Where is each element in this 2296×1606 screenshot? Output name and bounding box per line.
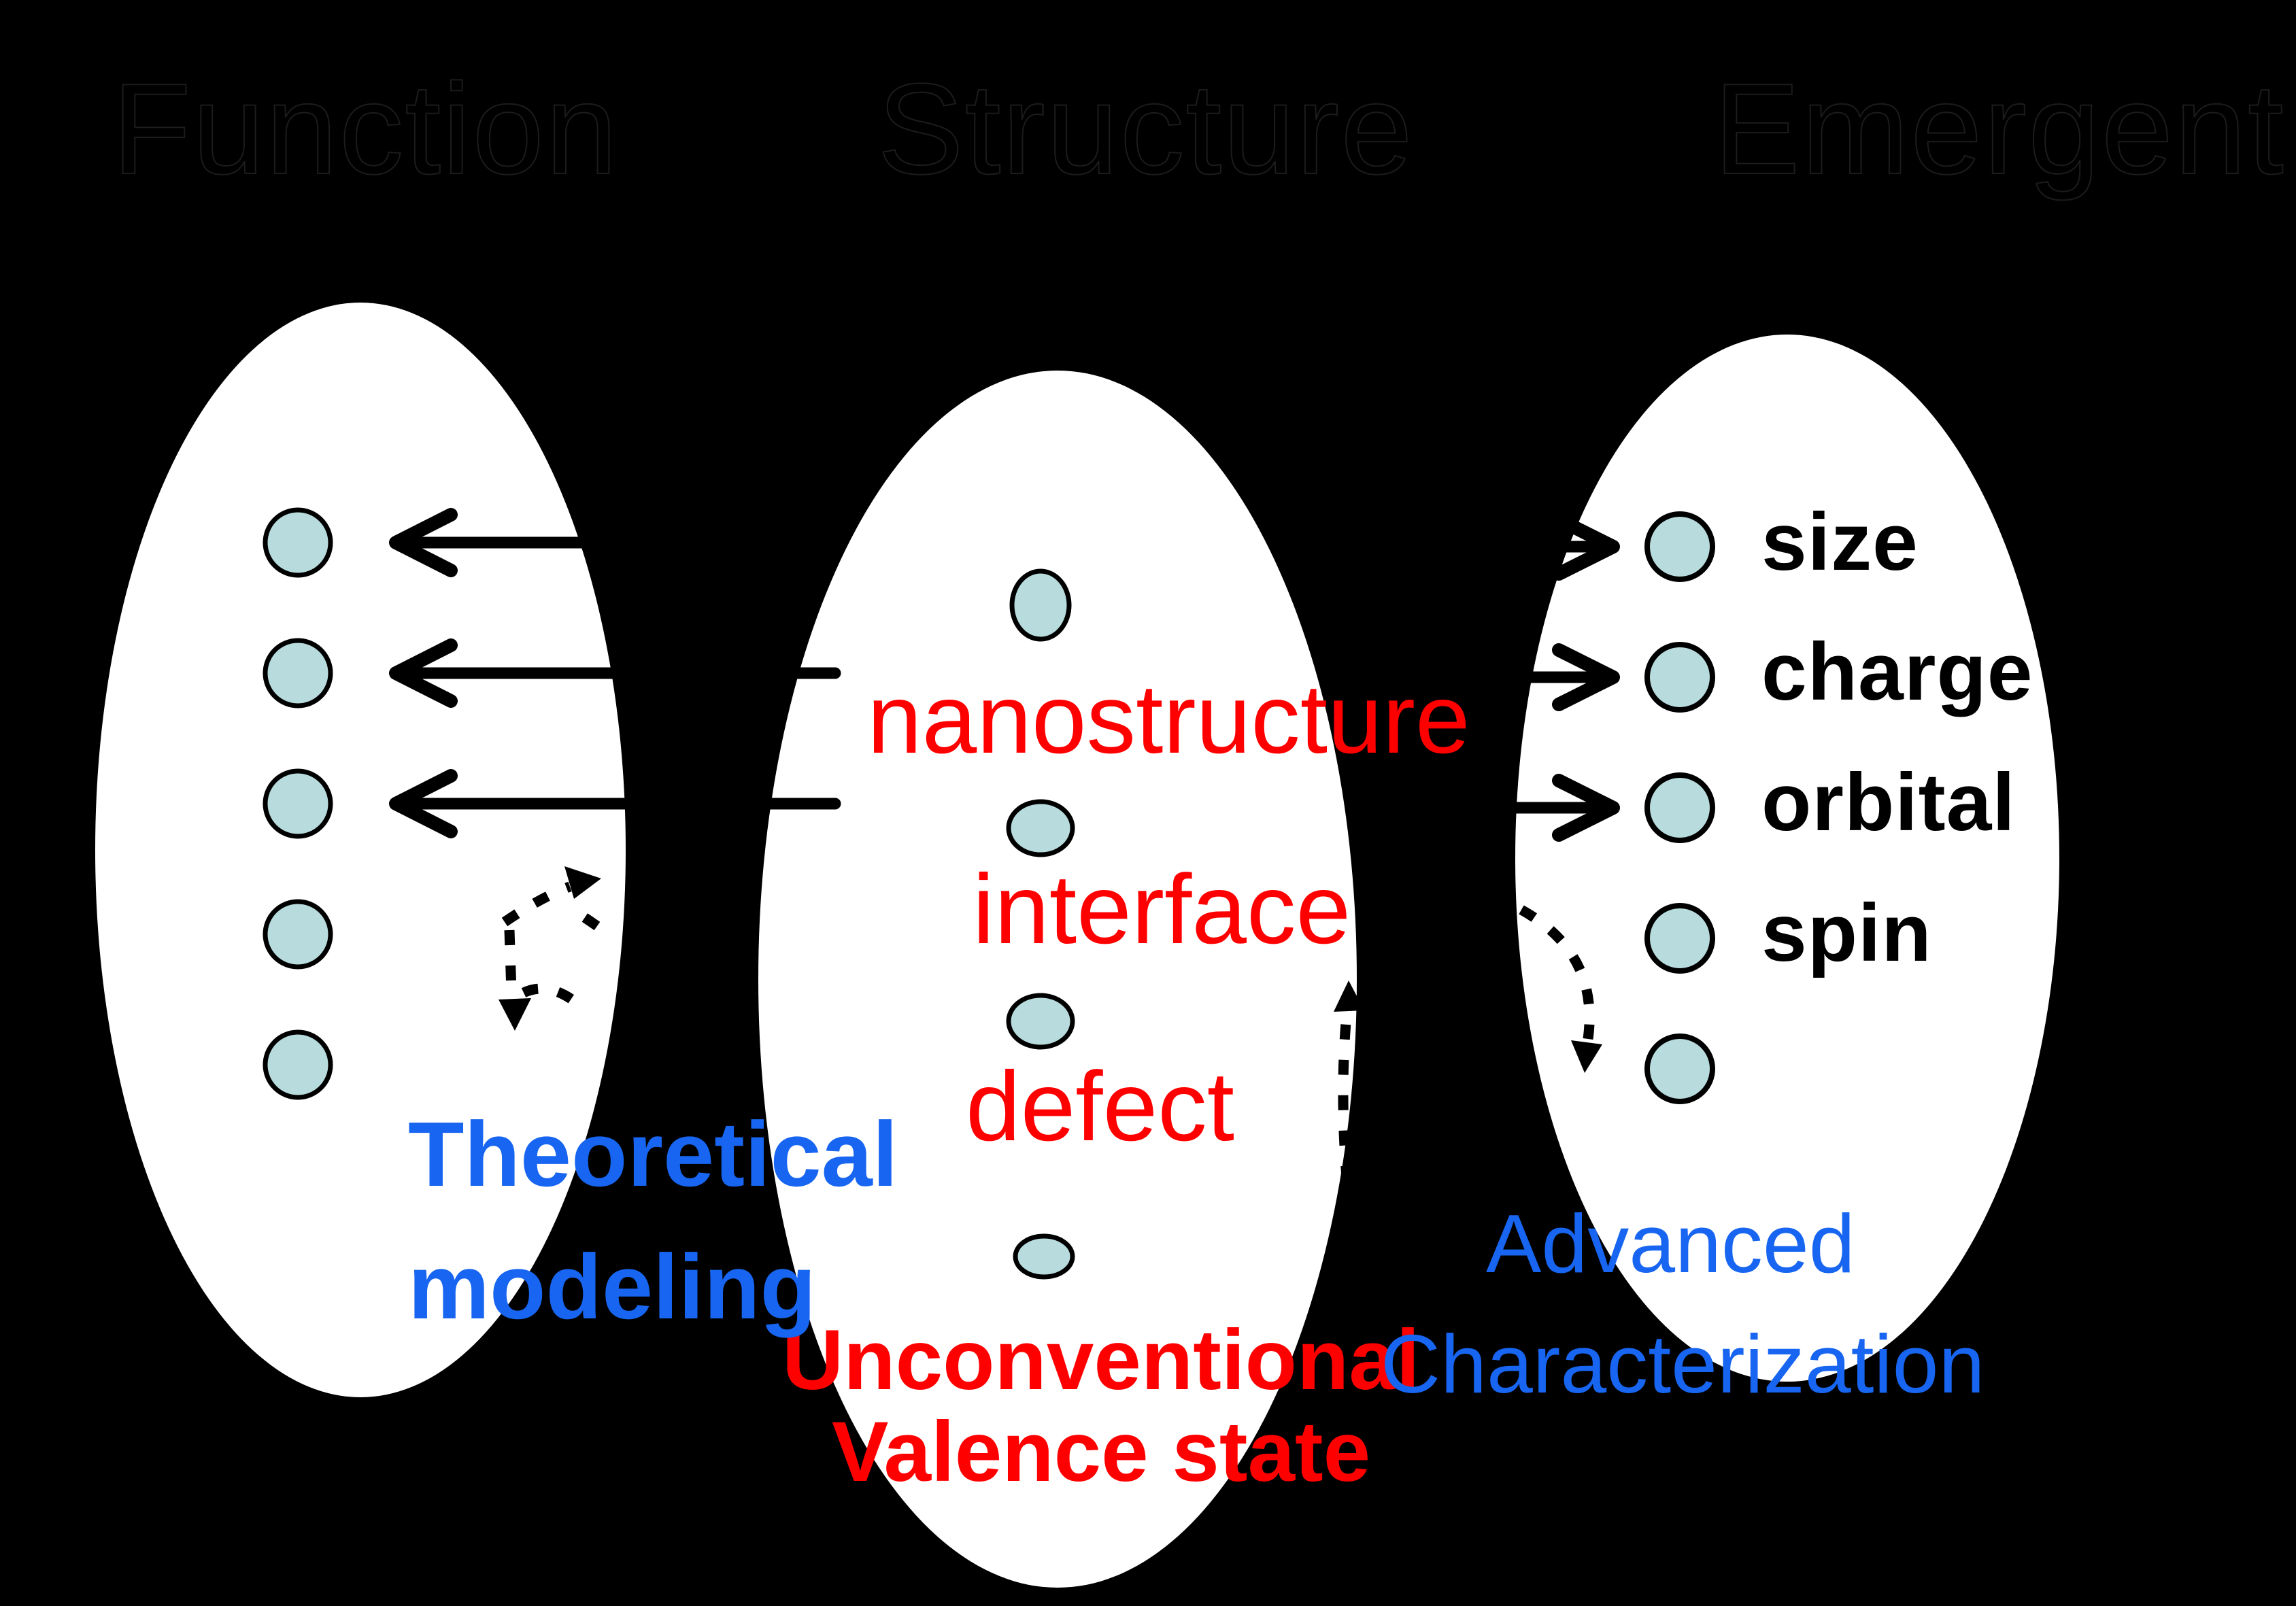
left-circle-column (263, 507, 333, 1100)
label-orbital: orbital (1761, 757, 2016, 848)
dashed-arrow-down-icon (504, 929, 517, 992)
atom-circle (1644, 772, 1715, 843)
label-defect: defect (966, 1051, 1234, 1161)
atom-circle (263, 1029, 333, 1100)
atom-circle (1644, 903, 1715, 974)
label-charge: charge (1761, 626, 2033, 717)
atom-circle (1006, 993, 1075, 1050)
dashed-arrows-left (501, 881, 601, 1015)
label-theoretical: Theoretical (408, 1103, 898, 1206)
arrow-right-icon (1439, 513, 1620, 581)
title-word-emergent: Emergent (1713, 57, 2285, 201)
atom-circle (1013, 1233, 1075, 1280)
atom-circle (1644, 511, 1715, 582)
dashed-arrows-right (1338, 905, 1595, 1252)
arrow-right-icon (1439, 643, 1620, 711)
dashed-arrow-down-icon (1519, 905, 1595, 1040)
arrowhead-down (499, 998, 531, 1031)
arrowhead-up-right (564, 866, 601, 899)
label-spin: spin (1761, 887, 1932, 978)
title-word-structure: Structure (877, 57, 1414, 201)
atom-circle (1644, 642, 1715, 713)
label-size: size (1761, 496, 1919, 587)
caption-valence-state: Valence state (832, 1405, 1371, 1499)
label-modeling: modeling (408, 1235, 816, 1338)
dashed-arrowheads-right (1334, 980, 1602, 1073)
left-arrows (389, 508, 841, 838)
arrow-left-icon (389, 769, 841, 838)
atom-circle (1644, 1033, 1715, 1104)
ellipses (95, 303, 2059, 1588)
atom-circle (263, 507, 333, 578)
label-advanced: Advanced (1486, 1197, 1855, 1290)
atom-circle (1009, 568, 1072, 642)
right-arrows (1439, 513, 1620, 842)
arrow-left-icon (389, 638, 841, 708)
caption-unconventional: Unconventional (782, 1313, 1420, 1407)
arrow-left-icon (389, 508, 841, 577)
middle-ellipse (758, 371, 1357, 1588)
left-ellipse (95, 303, 626, 1397)
atom-circle (263, 638, 333, 708)
middle-circle-column (1006, 568, 1075, 1280)
atom-circle (263, 768, 333, 839)
arrowhead-up (1334, 980, 1364, 1012)
label-characterization: Characterization (1381, 1318, 1985, 1410)
arrowhead-down (1571, 1040, 1602, 1073)
label-nanostructure: nanostructure (867, 664, 1470, 774)
right-circle-column (1644, 511, 1715, 1104)
atom-circle (1006, 799, 1075, 857)
right-ellipse (1515, 335, 2059, 1382)
dashed-arrow-up-icon (501, 881, 572, 927)
dashed-arrow-up-icon (1338, 1000, 1360, 1252)
dashed-arrow-tail (570, 905, 601, 931)
dashed-arrowheads-left (499, 866, 601, 1031)
atom-circle (263, 899, 333, 970)
title-word-function: Function (112, 57, 619, 201)
dashed-arc (521, 983, 590, 1015)
arrow-right-icon (1439, 774, 1620, 842)
label-interface: interface (973, 854, 1351, 964)
